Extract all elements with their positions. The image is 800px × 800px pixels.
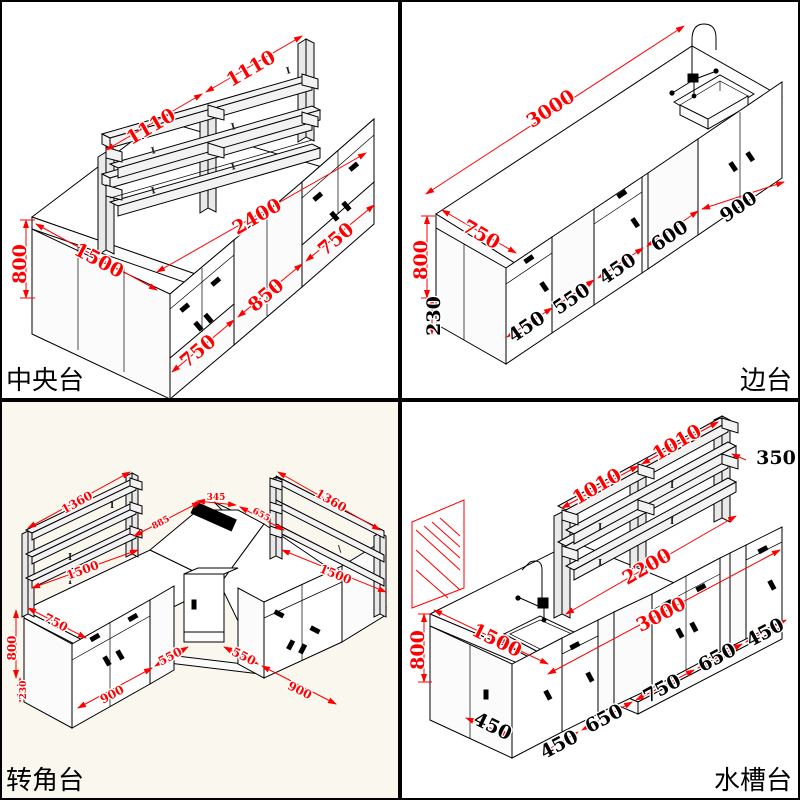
dimension-800: 800: [409, 215, 435, 299]
svg-text:I: I: [110, 501, 114, 511]
panel-caption-central-bench: 中央台: [6, 366, 85, 396]
dimension-345: 345: [196, 492, 237, 508]
dimension-800: 800: [4, 609, 20, 679]
svg-text:I: I: [285, 66, 292, 77]
svg-text:I: I: [670, 517, 674, 527]
dimension-label: 1110: [223, 46, 280, 91]
sink-basin: [673, 74, 755, 130]
panel-caption-sink-bench: 水槽台: [713, 766, 792, 796]
panel-caption-corner-bench: 转角台: [6, 766, 85, 796]
dimension-230: 230: [422, 295, 447, 337]
svg-text:I: I: [598, 559, 602, 569]
panel-central-bench: I I I I I 1110 1110 2400: [0, 0, 400, 400]
dimension-label: 900: [285, 679, 314, 703]
dimension-label: 345: [207, 493, 226, 503]
dimension-230: 230: [17, 677, 30, 703]
corner-cabinet: [183, 567, 239, 643]
dimension-900-right: 900: [261, 665, 337, 705]
panel-side-bench: 3000 750 800 230 450 550: [400, 0, 800, 400]
svg-text:\: \: [338, 545, 342, 555]
dimension-label: 800: [410, 240, 432, 280]
dimension-800: 800: [406, 613, 432, 683]
dimension-label: 230: [19, 681, 29, 700]
dimension-label: 350: [756, 447, 796, 469]
svg-text:I: I: [230, 122, 237, 133]
faucet: [669, 23, 719, 99]
dimension-label: 885: [150, 514, 171, 532]
svg-text:I: I: [68, 553, 72, 563]
svg-text:I: I: [150, 186, 157, 197]
dimension-800: 800: [8, 219, 35, 299]
dimension-1360-right: 1360: [277, 471, 381, 531]
panel-caption-side-bench: 边台: [739, 366, 792, 396]
svg-text:I: I: [150, 146, 157, 157]
dimension-label: 230: [423, 296, 445, 336]
dimension-350: 350: [731, 446, 797, 470]
panel-sink-bench: I I I I 1010 1010: [400, 400, 800, 800]
svg-text:I: I: [670, 481, 674, 491]
dimension-label: 800: [9, 244, 31, 284]
svg-text:I: I: [598, 523, 602, 533]
perforated-back-panel: [411, 499, 465, 609]
dimension-label: 800: [5, 635, 19, 660]
panel-corner-bench: I I I \ \: [0, 400, 400, 800]
dimension-label: 800: [407, 630, 429, 670]
